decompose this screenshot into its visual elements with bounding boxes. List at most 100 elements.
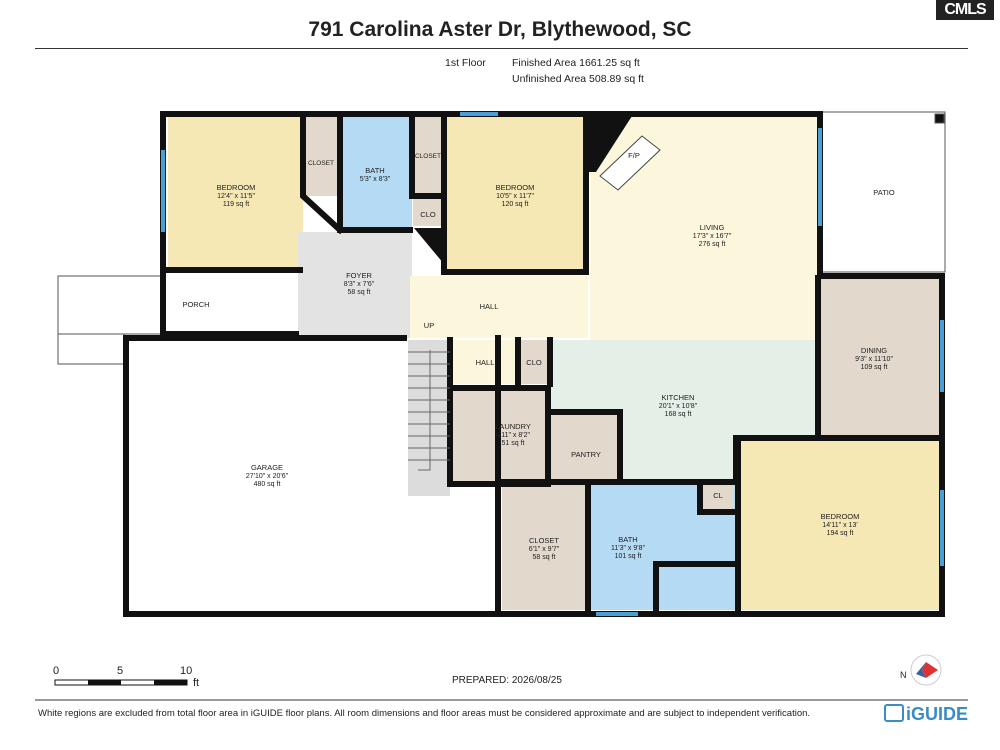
room-fills xyxy=(168,116,940,610)
iguide-brand: iGUIDE xyxy=(906,704,969,724)
clo2-fill xyxy=(518,340,550,384)
clo1-fill xyxy=(413,196,444,226)
clo2-name: CLO xyxy=(526,358,542,367)
dining-fill xyxy=(818,278,940,436)
living-area: 276 sq ft xyxy=(699,241,726,248)
kitchen-area: 168 sq ft xyxy=(665,411,692,418)
compass-label: N xyxy=(900,670,907,680)
closet2-name: CLOSET xyxy=(415,153,441,160)
scale-bar xyxy=(54,679,188,686)
cl-fill xyxy=(700,484,734,512)
bedroom3-dims: 14'11" x 13' xyxy=(822,522,857,529)
wall-wedge xyxy=(414,228,444,264)
pantry-name: PANTRY xyxy=(571,450,601,459)
room-labels: BEDROOM 12'4" x 11'5" 119 sq ft CLOSET B… xyxy=(182,151,894,561)
wall-cl xyxy=(697,481,737,515)
iguide-icon xyxy=(884,704,904,722)
windows xyxy=(161,112,944,616)
scale-label-0: 0 xyxy=(53,665,60,677)
cmls-logo: CMLS xyxy=(936,0,994,20)
wall-bath-inner xyxy=(653,561,739,615)
fp-name: F/P xyxy=(628,151,640,160)
garage-area: 480 sq ft xyxy=(254,481,281,488)
scale-unit: ft xyxy=(193,677,200,689)
bedroom2-fill xyxy=(444,116,586,272)
laundry-area: 51 sq ft xyxy=(502,440,525,447)
hall2-fill xyxy=(452,340,516,384)
hall1-name: HALL xyxy=(480,302,499,311)
bedroom1-area: 119 sq ft xyxy=(223,201,249,208)
bedroom2-name: BEDROOM xyxy=(496,183,535,192)
header-divider xyxy=(35,48,968,49)
patio-name: PATIO xyxy=(873,188,895,197)
living-fill xyxy=(590,116,820,340)
foyer-fill xyxy=(298,232,412,338)
bedroom1-dims: 12'4" x 11'5" xyxy=(217,193,255,200)
kitchen-dims: 20'1" x 10'8" xyxy=(659,403,698,410)
porch-step-outline xyxy=(57,333,125,365)
fireplace-corner xyxy=(586,116,632,172)
wall-bath1 xyxy=(337,113,413,233)
stairs-fill xyxy=(408,340,450,496)
bedroom2-dims: 10'5" x 11'7" xyxy=(496,193,534,200)
closet1-fill xyxy=(304,116,340,196)
closet3-dims: 6'1" x 9'7" xyxy=(529,546,560,553)
floor-name: 1st Floor xyxy=(445,57,486,69)
scale-label-5: 5 xyxy=(117,665,124,677)
bedroom2-area: 120 sq ft xyxy=(502,201,529,208)
closet3-name: CLOSET xyxy=(529,536,559,545)
page-title: 791 Carolina Aster Dr, Blythewood, SC xyxy=(308,18,692,41)
wall-bed2 xyxy=(441,113,589,275)
up-label: UP xyxy=(424,321,434,330)
porch-outline xyxy=(57,275,163,335)
living-name: LIVING xyxy=(700,223,725,232)
unfinished-area: Unfinished Area 508.89 sq ft xyxy=(512,73,644,85)
garage-dims: 27'10" x 20'6" xyxy=(246,473,289,480)
iguide-logo: iGUIDE xyxy=(884,704,968,725)
closet1-name: CLOSET xyxy=(308,160,334,167)
bedroom1-fill xyxy=(168,116,303,270)
cl-name: CL xyxy=(713,491,723,500)
compass-icon: N xyxy=(898,650,948,695)
clo1-name: CLO xyxy=(420,210,436,219)
bedroom3-fill xyxy=(740,438,940,610)
wall-garage-left-bottom xyxy=(123,335,943,617)
dining-dims: 9'3" x 11'10" xyxy=(855,356,893,363)
bedroom3-name: BEDROOM xyxy=(821,512,860,521)
finished-area: Finished Area 1661.25 sq ft xyxy=(512,57,640,69)
closet3-fill xyxy=(502,484,588,610)
bath2-dims: 11'3" x 9'8" xyxy=(611,545,645,552)
hall2-name: HALL xyxy=(476,358,495,367)
porch-name: PORCH xyxy=(182,300,209,309)
foyer-name: FOYER xyxy=(346,271,372,280)
foyer-dims: 8'3" x 7'6" xyxy=(344,281,375,288)
bath2-area: 101 sq ft xyxy=(615,553,642,560)
disclaimer: White regions are excluded from total fl… xyxy=(38,708,811,719)
wall-closet2 xyxy=(409,113,447,199)
prepared-date: PREPARED: 2026/08/25 xyxy=(452,675,562,686)
bedroom1-name: BEDROOM xyxy=(217,183,256,192)
closet2-fill xyxy=(413,116,444,194)
bedroom3-area: 194 sq ft xyxy=(827,530,854,537)
wall-pantry xyxy=(545,409,623,485)
closet3-area: 58 sq ft xyxy=(533,554,556,561)
stairs xyxy=(408,350,450,471)
laundry-name: LAUNDRY xyxy=(495,422,531,431)
garage-name: GARAGE xyxy=(251,463,283,472)
laundry-dims: 6'11" x 8'2" xyxy=(496,432,530,439)
dining-name: DINING xyxy=(861,346,887,355)
dining-area: 109 sq ft xyxy=(861,364,888,371)
kitchen-name: KITCHEN xyxy=(662,393,695,402)
scale-label-10: 10 xyxy=(180,665,193,677)
bath1-fill xyxy=(340,116,412,230)
bath1-name: BATH xyxy=(365,166,384,175)
patio-outline xyxy=(820,111,946,273)
fireplace-hearth xyxy=(599,135,661,191)
hall1-fill xyxy=(410,276,588,338)
living-dims: 17'3" x 16'7" xyxy=(693,233,732,240)
bath1-dims: 5'3" x 8'3" xyxy=(360,176,391,183)
wall-closet1 xyxy=(300,113,345,235)
bath2-name: BATH xyxy=(618,535,637,544)
pantry-fill xyxy=(550,412,620,480)
